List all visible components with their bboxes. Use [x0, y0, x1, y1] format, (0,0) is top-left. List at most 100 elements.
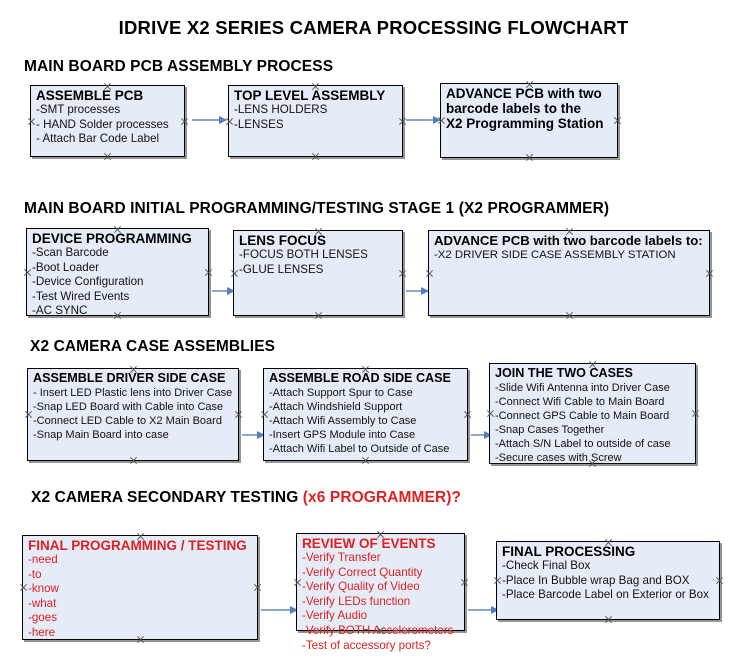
- node-line: - Insert LED Plastic lens into Driver Ca…: [33, 387, 233, 399]
- connection-handle-right[interactable]: [705, 269, 714, 278]
- arrow-device-programming-to-lens-focus: [212, 286, 235, 295]
- node-line: -Boot Loader: [32, 260, 100, 274]
- node-header: TOP LEVEL ASSEMBLY: [234, 88, 386, 103]
- node-line: -need: [28, 553, 58, 566]
- arrow-driver-case-to-road-case: [242, 430, 265, 439]
- node-header: FINAL PROGRAMMING / TESTING: [28, 538, 247, 553]
- node-advance-pcb-x2-programming-station[interactable]: ADVANCE PCB with two barcode labels to t…: [440, 83, 618, 158]
- node-line: -Secure cases with Screw: [495, 452, 622, 464]
- connection-handle-left[interactable]: [493, 576, 502, 585]
- connection-handle-bottom[interactable]: [103, 152, 112, 161]
- node-assemble-driver-side-case[interactable]: ASSEMBLE DRIVER SIDE CASE - Insert LED P…: [27, 368, 239, 461]
- node-line: -Verify BOTH Accelerometers: [302, 623, 454, 637]
- section-heading-x2-camera-secondary-testing: X2 CAMERA SECONDARY TESTING (x6 PROGRAMM…: [31, 489, 461, 507]
- connection-handle-bottom[interactable]: [311, 152, 320, 161]
- connection-handle-right[interactable]: [463, 410, 472, 419]
- node-final-processing[interactable]: FINAL PROCESSING -Check Final Box -Place…: [496, 541, 720, 620]
- connection-handle-right[interactable]: [715, 576, 724, 585]
- node-line: -Verify Audio: [302, 609, 368, 623]
- connection-handle-right[interactable]: [398, 117, 407, 126]
- connection-handle-right[interactable]: [204, 268, 213, 277]
- connection-handle-bottom[interactable]: [361, 456, 370, 465]
- node-header: ASSEMBLE ROAD SIDE CASE: [269, 371, 451, 385]
- connection-handle-right[interactable]: [253, 583, 262, 592]
- node-line: -Attach Support Spur to Case: [269, 387, 413, 399]
- connection-handle-left[interactable]: [425, 269, 434, 278]
- connection-handle-bottom[interactable]: [314, 311, 323, 320]
- node-line: -Snap LED Board with Cable into Case: [33, 401, 224, 413]
- connection-handle-left[interactable]: [230, 269, 239, 278]
- node-header: ASSEMBLE PCB: [36, 88, 144, 103]
- connection-handle-right[interactable]: [234, 410, 243, 419]
- node-final-programming-testing[interactable]: FINAL PROGRAMMING / TESTING -need -to -k…: [22, 535, 258, 640]
- connection-handle-left[interactable]: [486, 409, 495, 418]
- node-line: -Attach S/N Label to outside of case: [495, 438, 671, 450]
- section-heading-text: X2 CAMERA SECONDARY TESTING: [31, 489, 303, 506]
- connection-handle-right[interactable]: [691, 409, 700, 418]
- node-line: -Connect LED Cable to X2 Main Board: [33, 415, 222, 427]
- node-line: -LENSES: [234, 117, 284, 131]
- page-title: IDRIVE X2 SERIES CAMERA PROCESSING FLOWC…: [118, 17, 629, 38]
- connection-handle-right[interactable]: [460, 578, 469, 587]
- node-advance-pcb-driver-side-case[interactable]: ADVANCE PCB with two barcode labels to: …: [428, 230, 710, 316]
- node-header: FINAL PROCESSING: [502, 544, 636, 559]
- section-heading-accent: (x6 PROGRAMMER)?: [302, 489, 462, 506]
- node-line: -Test Wired Events: [32, 289, 130, 303]
- section-heading-x2-camera-case-assemblies: X2 CAMERA CASE ASSEMBLIES: [30, 338, 276, 355]
- node-line: -goes: [28, 611, 58, 625]
- section-heading-main-board-pcb-assembly: MAIN BOARD PCB ASSEMBLY PROCESS: [24, 58, 334, 75]
- arrow-final-programming-to-review-of-events: [261, 605, 298, 614]
- connection-handle-left[interactable]: [27, 117, 36, 126]
- node-line: -Snap Cases Together: [495, 424, 605, 436]
- node-line: -X2 DRIVER SIDE CASE ASSEMBLY STATION: [434, 249, 676, 261]
- node-line: barcode labels to the: [446, 101, 582, 116]
- connection-handle-bottom[interactable]: [129, 456, 138, 465]
- connection-handle-bottom[interactable]: [565, 311, 574, 320]
- node-lens-focus[interactable]: LENS FOCUS -FOCUS BOTH LENSES -GLUE LENS…: [233, 230, 403, 316]
- connection-handle-left[interactable]: [19, 583, 28, 592]
- node-line-overflow: -Test of accessory ports?: [302, 638, 431, 652]
- connection-handle-bottom[interactable]: [525, 153, 534, 162]
- connection-handle-bottom[interactable]: [604, 615, 613, 624]
- node-header: ADVANCE PCB with two barcode labels to:: [434, 233, 703, 248]
- arrow-assemble-pcb-to-top-level: [192, 115, 227, 124]
- connection-handle-left[interactable]: [24, 410, 33, 419]
- node-header: DEVICE PROGRAMMING: [32, 231, 192, 246]
- node-line: -AC SYNC: [32, 304, 88, 318]
- connection-handle-left[interactable]: [23, 268, 32, 277]
- node-join-the-two-cases[interactable]: JOIN THE TWO CASES -Slide Wifi Antenna i…: [489, 363, 696, 464]
- node-header: ADVANCE PCB with two: [446, 86, 602, 101]
- node-line: -LENS HOLDERS: [234, 103, 328, 116]
- section-heading-main-board-initial-programming: MAIN BOARD INITIAL PROGRAMMING/TESTING S…: [24, 200, 610, 217]
- connection-handle-right[interactable]: [180, 117, 189, 126]
- node-line: X2 Programming Station: [446, 116, 604, 131]
- connection-handle-left[interactable]: [293, 578, 302, 587]
- node-line: -GLUE LENSES: [239, 262, 324, 276]
- node-assemble-pcb[interactable]: ASSEMBLE PCB -SMT processes - HAND Solde…: [30, 85, 185, 157]
- node-line: -Verify Quality of Video: [302, 580, 420, 594]
- node-review-of-events[interactable]: REVIEW OF EVENTS -Verify Transfer -Verif…: [293, 533, 465, 652]
- node-line: -Insert GPS Module into Case: [269, 429, 416, 441]
- node-line: -Scan Barcode: [32, 246, 109, 259]
- node-line: -what: [28, 596, 57, 610]
- node-line: -Attach Windshield Support: [269, 401, 403, 413]
- connection-handle-right[interactable]: [398, 269, 407, 278]
- node-line: -Verify Correct Quantity: [302, 565, 423, 579]
- node-device-programming[interactable]: DEVICE PROGRAMMING -Scan Barcode -Boot L…: [23, 228, 209, 318]
- node-top-level-assembly[interactable]: TOP LEVEL ASSEMBLY -LENS HOLDERS -LENSES: [228, 85, 403, 157]
- arrow-road-case-to-join-cases: [471, 430, 492, 439]
- node-header: ASSEMBLE DRIVER SIDE CASE: [33, 371, 226, 385]
- node-line: -Attach Wifi Assembly to Case: [269, 415, 417, 427]
- node-line: -Slide Wifi Antenna into Driver Case: [495, 382, 670, 394]
- connection-handle-right[interactable]: [613, 116, 622, 125]
- node-line: -know: [28, 582, 59, 596]
- node-assemble-road-side-case[interactable]: ASSEMBLE ROAD SIDE CASE -Attach Support …: [263, 368, 468, 461]
- node-line: -Connect Wifi Cable to Main Board: [495, 396, 665, 408]
- node-line: -Verify Transfer: [302, 551, 381, 564]
- node-line: -to: [28, 567, 42, 581]
- node-line: -FOCUS BOTH LENSES: [239, 248, 368, 261]
- connection-handle-left[interactable]: [260, 410, 269, 419]
- node-line: -SMT processes: [36, 103, 121, 116]
- node-line: -Connect GPS Cable to Main Board: [495, 410, 670, 422]
- node-line: - Attach Bar Code Label: [36, 132, 160, 146]
